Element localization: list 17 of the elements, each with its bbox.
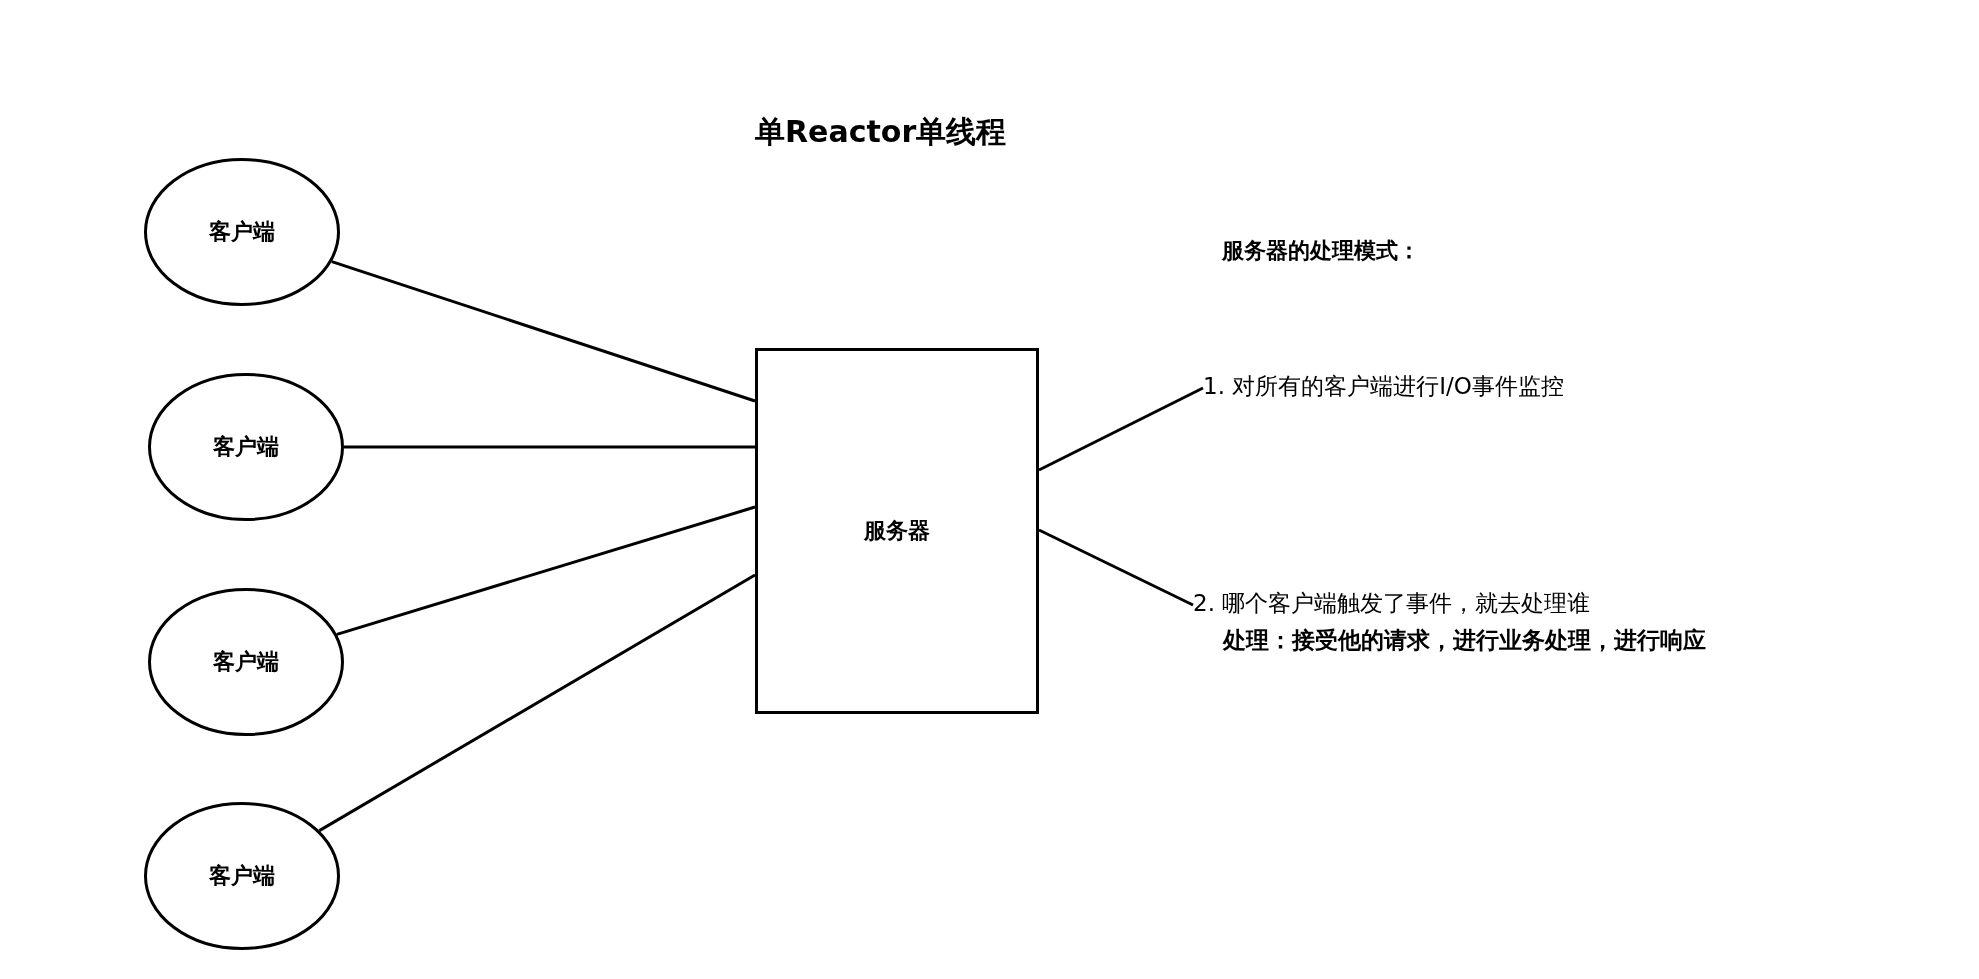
- note-text: 1. 对所有的客户端进行I/O事件监控: [1203, 372, 1565, 401]
- connector-line: [1038, 386, 1204, 472]
- diagram-title: 单Reactor单线程: [755, 113, 1007, 151]
- heading-text: 服务器的处理模式：: [1222, 237, 1420, 265]
- note-text: 处理：接受他的请求，进行业务处理，进行响应: [1221, 625, 1707, 655]
- connector-line: [336, 505, 756, 636]
- node-label: 客户端: [213, 433, 279, 461]
- node-label: 服务器: [864, 517, 930, 545]
- connector-line: [318, 573, 756, 832]
- node-label: 客户端: [209, 862, 275, 890]
- connector-line: [1038, 528, 1194, 607]
- connector-line: [344, 445, 755, 449]
- note-text: 2. 哪个客户端触发了事件，就去处理谁: [1193, 589, 1592, 618]
- node-label: 客户端: [209, 218, 275, 246]
- connector-line: [331, 260, 756, 403]
- node-label: 客户端: [213, 648, 279, 676]
- server-box: [755, 348, 1039, 714]
